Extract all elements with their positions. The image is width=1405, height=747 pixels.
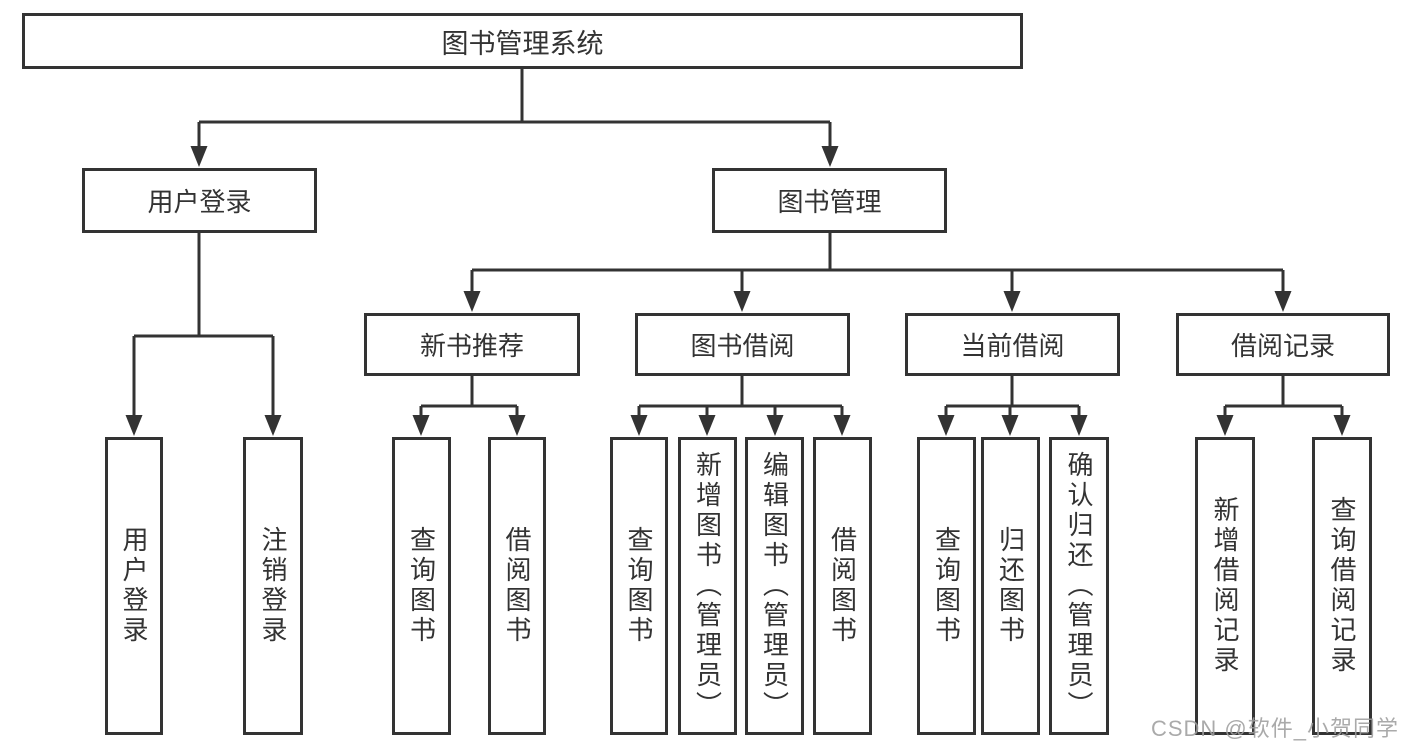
arrowhead [264,415,282,436]
connector-user-login-children [125,231,282,436]
arrowhead [698,415,716,436]
arrowhead [412,415,430,436]
leaf-user-login: 用户登录 [105,437,163,735]
node-current-borrow: 当前借阅 [905,313,1120,376]
node-borrow-records-label: 借阅记录 [1230,331,1335,361]
arrowhead [630,415,648,436]
arrowhead [733,291,751,312]
node-book-management: 图书管理 [712,168,947,233]
node-new-book-recommend: 新书推荐 [364,313,580,376]
csdn-watermark: CSDN @软件_小贺同学 [1150,716,1399,741]
leaf-label: 确认归还（管理员） [1064,451,1094,721]
arrowhead [1070,415,1088,436]
leaf-label: 注销登录 [258,526,288,646]
arrowhead [1333,415,1351,436]
arrowhead [1001,415,1019,436]
leaf-return-book: 归还图书 [981,437,1040,735]
node-root: 图书管理系统 [22,13,1023,69]
arrowhead [937,415,955,436]
leaf-label: 查询图书 [624,526,654,646]
node-book-borrow: 图书借阅 [635,313,850,376]
node-user-login-label: 用户登录 [147,187,252,217]
leaf-query-borrow-record: 查询借阅记录 [1312,437,1372,735]
leaf-label: 查询借阅记录 [1327,496,1357,676]
arrowhead [766,415,784,436]
leaf-label: 借阅图书 [502,526,532,646]
connector-book-borrow-children [630,375,851,436]
leaf-label: 新增图书（管理员） [692,451,723,721]
arrowhead [508,415,526,436]
node-user-login: 用户登录 [82,168,317,233]
leaf-edit-book-admin: 编辑图书（管理员） [745,437,804,735]
node-current-borrow-label: 当前借阅 [960,331,1065,361]
arrowhead [1274,291,1292,312]
leaf-confirm-return-admin: 确认归还（管理员） [1049,437,1109,735]
node-book-borrow-label: 图书借阅 [690,331,795,361]
arrowhead [463,291,481,312]
arrowhead [833,415,851,436]
arrowhead [1003,291,1021,312]
leaf-label: 借阅图书 [827,526,858,646]
arrowhead [1216,415,1234,436]
leaf-query-books-current: 查询图书 [917,437,976,735]
leaf-add-book-admin: 新增图书（管理员） [678,437,737,735]
connector-borrow-records-children [1216,375,1351,436]
leaf-label: 编辑图书（管理员） [759,451,790,721]
connector-current-borrow-children [937,375,1088,436]
node-borrow-records: 借阅记录 [1176,313,1390,376]
leaf-borrow-books-newbook: 借阅图书 [488,437,546,735]
connector-root-to-level2 [190,68,839,167]
leaf-query-books-newbook: 查询图书 [392,437,451,735]
node-book-management-label: 图书管理 [777,187,882,217]
leaf-label: 查询图书 [406,526,437,646]
arrowhead [821,146,839,167]
leaf-logout: 注销登录 [243,437,303,735]
connector-book-management-children [463,231,1292,312]
leaf-query-books-borrow: 查询图书 [610,437,668,735]
leaf-label: 新增借阅记录 [1210,496,1240,676]
arrowhead [190,146,208,167]
leaf-label: 用户登录 [119,526,149,646]
node-new-book-recommend-label: 新书推荐 [419,331,524,361]
leaf-borrow-books-borrow: 借阅图书 [813,437,872,735]
leaf-label: 查询图书 [931,526,962,646]
arrowhead [125,415,143,436]
node-root-label: 图书管理系统 [441,28,604,59]
leaf-label: 归还图书 [995,526,1026,646]
leaf-add-borrow-record: 新增借阅记录 [1195,437,1255,735]
connector-new-book-children [412,375,526,436]
